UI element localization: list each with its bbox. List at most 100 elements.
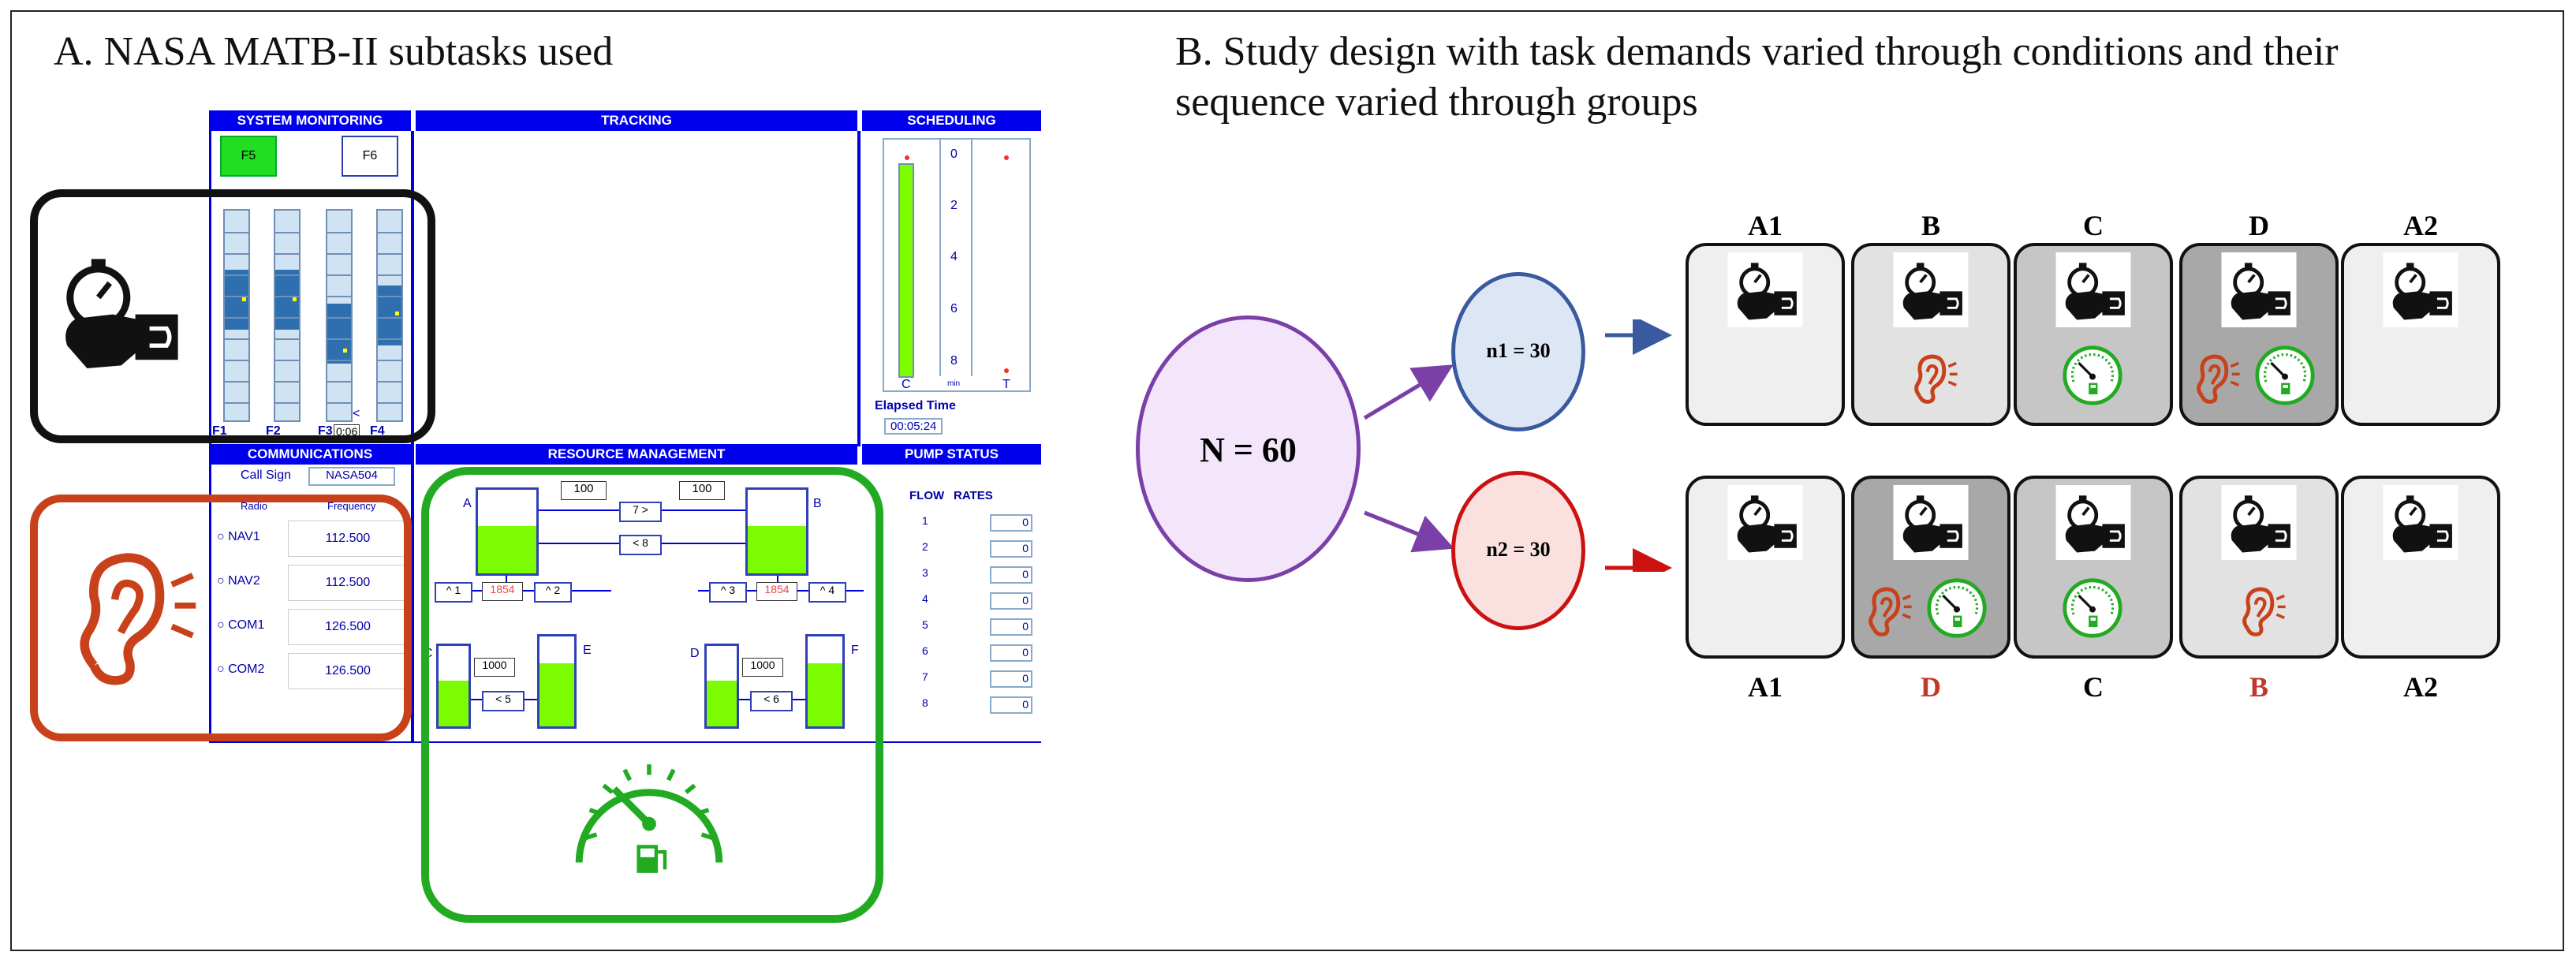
group1-node: n1 = 30 [1451,272,1585,431]
tank-b [745,487,808,576]
ear-icon [2242,587,2286,636]
tank-f [805,634,845,729]
sched-min: min [947,379,961,388]
pump-8[interactable]: < 8 [619,535,662,555]
condition-label: C [2083,671,2104,703]
pump-2[interactable]: ^ 2 [534,582,572,603]
condition-label: C [2083,210,2104,241]
pump-rate-value: 0 [990,670,1032,688]
panel-a-title: A. NASA MATB-II subtasks used [54,29,614,74]
condition-card-2-1 [1686,476,1845,659]
radio-name: NAV2 [228,574,260,588]
radio-com2[interactable]: ○ COM2 [217,663,265,676]
condition-label: B [2249,671,2268,703]
pump-rate-value: 0 [990,566,1032,584]
divider [857,131,861,446]
scale-label-f2: F2 [266,424,281,438]
divider [209,741,1041,743]
condition-card-1-5 [2341,243,2500,426]
flow-label: FLOW [909,489,945,502]
radio-name: NAV1 [228,530,260,543]
ear-icon [2197,354,2240,404]
pump-4[interactable]: ^ 4 [808,582,846,603]
tracking-header: TRACKING [416,110,857,131]
matb-screen: SYSTEM MONITORING TRACKING SCHEDULING CO… [209,110,1041,743]
pump-status-header: PUMP STATUS [862,444,1041,465]
pump-7[interactable]: 7 > [619,502,662,522]
pump-flow-id: 6 [922,644,928,657]
tank-f-value: 1000 [742,658,783,677]
fuel-gauge-icon [2063,345,2122,405]
condition-label: D [1921,671,1941,703]
tank-a-capacity: 100 [561,481,607,500]
schedule-marker [1004,155,1009,160]
scale-arrow: < [353,407,360,420]
group-arrows [1605,319,1672,572]
sched-t: T [1002,378,1010,391]
condition-label: A1 [1748,671,1783,703]
condition-card-2-3 [2014,476,2173,659]
resman-highlight [421,467,883,923]
tank-a [476,487,539,576]
pump-flow-id: 2 [922,540,928,553]
pump-flow-id: 3 [922,566,928,579]
group2-node: n2 = 30 [1451,471,1585,630]
pump-flow-id: 8 [922,696,928,709]
rates-label: RATES [954,489,993,502]
stopwatch-hand-icon [2221,252,2297,327]
figure-frame [10,10,2564,951]
condition-label: A2 [2403,671,2438,703]
scheduling-header: SCHEDULING [862,110,1041,131]
schedule-marker [905,155,909,160]
arrow-to-n2 [1364,510,1454,553]
pump-3[interactable]: ^ 3 [709,582,747,603]
f5-button[interactable]: F5 [220,136,277,177]
sched-c: C [902,378,911,391]
condition-card-2-4 [2179,476,2339,659]
tank-level-left: 1854 [482,582,523,601]
callsign-value: NASA504 [308,467,395,486]
tank-b-label: B [813,497,822,510]
condition-card-1-2 [1851,243,2010,426]
radio-name: COM2 [228,663,265,676]
tank-f-label: F [851,644,859,657]
pump-1[interactable]: ^ 1 [435,582,472,603]
split-arrows [1363,364,1454,553]
pump-5[interactable]: < 5 [482,691,525,711]
scale-f1 [223,209,250,422]
panel-b-title-line1: B. Study design with task demands varied… [1175,29,2339,74]
panel-b-title-line2: sequence varied through groups [1175,80,1698,125]
group2-label: n2 = 30 [1486,538,1551,561]
ear-icon [1869,587,1912,636]
radio-nav1[interactable]: ○ NAV1 [217,530,260,543]
stopwatch-hand-icon [2221,485,2297,560]
sysmon-highlight [30,189,435,443]
pump-rate-value: 0 [990,540,1032,558]
communications-header: COMMUNICATIONS [209,444,411,465]
scale-label-f1: F1 [212,424,227,438]
fuel-gauge-icon [2255,345,2315,405]
divider [209,110,211,741]
fuel-gauge-icon [575,764,723,873]
stopwatch-hand-icon [2383,252,2458,327]
stopwatch-hand-icon [1727,252,1803,327]
comms-highlight [30,495,412,741]
pump-rate-value: 0 [990,644,1032,662]
fuel-gauge-icon [2063,578,2122,638]
f6-button[interactable]: F6 [342,136,398,177]
pump-rate-value: 0 [990,514,1032,532]
pump-6[interactable]: < 6 [750,691,793,711]
group1-label: n1 = 30 [1486,339,1551,362]
fuel-gauge-icon [1927,578,1987,638]
schedule-bar [898,163,914,378]
sched-tick-6: 6 [950,302,958,315]
radio-com1[interactable]: ○ COM1 [217,618,265,632]
sched-tick-8: 8 [950,354,958,368]
stopwatch-hand-icon [2055,252,2131,327]
condition-label: D [2249,210,2269,241]
sched-tick-2: 2 [950,199,958,212]
condition-label: A1 [1748,210,1783,241]
condition-card-1-3 [2014,243,2173,426]
tank-d [704,644,739,729]
radio-nav2[interactable]: ○ NAV2 [217,574,260,588]
